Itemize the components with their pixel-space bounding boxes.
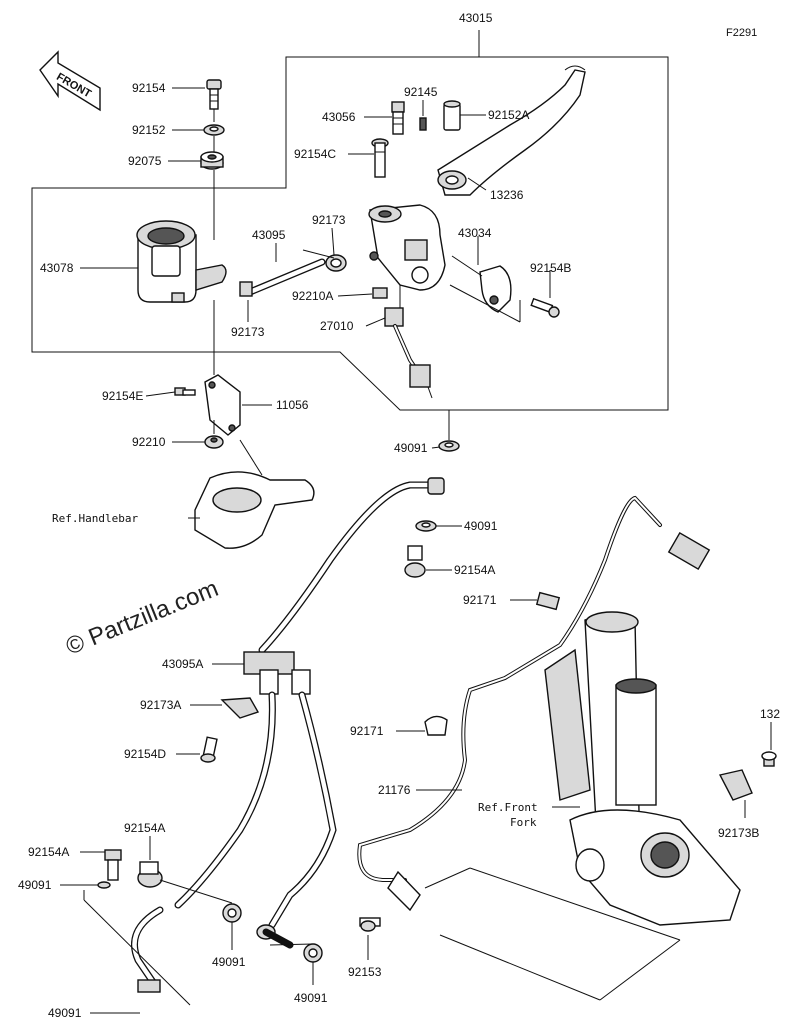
holder-43034 xyxy=(479,265,512,313)
label-92210: 92210 xyxy=(132,435,166,449)
label-11056: 11056 xyxy=(276,398,309,412)
label-43095: 43095 xyxy=(252,228,286,242)
label-92152: 92152 xyxy=(132,123,166,137)
bolt-92153 xyxy=(359,917,381,932)
label-92154a-a: 92154A xyxy=(454,563,495,577)
hose-43095 xyxy=(246,258,326,296)
label-49091-f: 49091 xyxy=(48,1006,82,1020)
label-49091-c: 49091 xyxy=(18,878,52,892)
washer-92152 xyxy=(203,124,225,136)
label-49091-e: 49091 xyxy=(294,991,328,1005)
ref-front-fork-line2: Fork xyxy=(510,816,537,829)
nut-92210 xyxy=(204,435,224,449)
clamp-92173a xyxy=(220,697,260,719)
label-92075: 92075 xyxy=(128,154,162,168)
brake-line-left-caliper xyxy=(131,906,164,993)
pin-92145 xyxy=(419,117,427,131)
washer-49091-right xyxy=(303,943,323,963)
label-92152a: 92152A xyxy=(488,108,529,122)
label-92154d: 92154D xyxy=(124,747,166,761)
bolt-92154d xyxy=(200,736,218,763)
brake-hose-lower-right xyxy=(268,691,337,929)
label-21176: 21176 xyxy=(378,783,411,797)
label-92154e: 92154E xyxy=(102,389,143,403)
label-43015: 43015 xyxy=(459,11,493,25)
brake-lever-13236 xyxy=(437,65,586,196)
label-92173-top: 92173 xyxy=(312,213,346,227)
bracket-11056 xyxy=(204,374,241,436)
washer-49091-mid xyxy=(415,520,437,532)
switch-27010 xyxy=(384,307,433,399)
label-49091-d: 49091 xyxy=(212,955,246,969)
washer-49091-top xyxy=(438,440,460,452)
ref-front-fork-line1: Ref.Front xyxy=(478,801,538,814)
brake-hose-upper xyxy=(258,481,444,654)
banjo-bolt-92154a-left xyxy=(104,849,122,881)
label-92173b: 92173B xyxy=(718,826,759,840)
master-cylinder-body xyxy=(368,204,446,291)
bolt-92154b xyxy=(530,297,560,318)
label-92173a: 92173A xyxy=(140,698,181,712)
clamp-92173-lower xyxy=(239,281,253,297)
bolt-132 xyxy=(761,751,777,767)
label-92154: 92154 xyxy=(132,81,166,95)
nut-92210a xyxy=(372,287,388,299)
label-49091-a: 49091 xyxy=(394,441,428,455)
banjo-fitting-right-caliper xyxy=(256,924,294,949)
reservoir-43078 xyxy=(136,220,227,303)
banjo-bolt-92154a-top xyxy=(404,545,426,578)
label-92145: 92145 xyxy=(404,85,438,99)
label-92154a-b: 92154A xyxy=(28,845,69,859)
bolt-92154 xyxy=(206,79,222,110)
handlebar-clamp-ref xyxy=(194,471,315,549)
bolt-92154c xyxy=(371,138,389,178)
assembly-bracket-43015 xyxy=(31,30,669,411)
label-92154a-c: 92154A xyxy=(124,821,165,835)
label-132: 132 xyxy=(760,707,780,721)
clip-92171-upper xyxy=(535,591,561,611)
clamp-92173-upper xyxy=(325,254,347,272)
clamp-92173b xyxy=(718,769,753,801)
label-43056: 43056 xyxy=(322,110,356,124)
washer-49091-center xyxy=(222,903,242,923)
label-92154b: 92154B xyxy=(530,261,571,275)
label-92154c: 92154C xyxy=(294,147,336,161)
label-43034: 43034 xyxy=(458,226,492,240)
label-92210a: 92210A xyxy=(292,289,333,303)
label-13236: 13236 xyxy=(490,188,524,202)
label-92171-a: 92171 xyxy=(463,593,497,607)
label-92153: 92153 xyxy=(348,965,382,979)
abs-sensor-wire-21176 xyxy=(357,495,711,912)
washer-49091-left xyxy=(97,881,111,889)
label-43078: 43078 xyxy=(40,261,74,275)
label-43095a: 43095A xyxy=(162,657,203,671)
hose-union-43095a xyxy=(243,651,311,695)
clip-92171-lower xyxy=(424,715,448,736)
banjo-fitting-top xyxy=(427,477,445,495)
watermark: © Partzilla.com xyxy=(62,575,222,661)
bolt-92154e xyxy=(174,387,196,396)
brake-hose-lower-left xyxy=(174,691,276,909)
collar-92152a xyxy=(443,100,461,131)
label-49091-b: 49091 xyxy=(464,519,498,533)
front-fork-ref xyxy=(544,611,741,926)
figure-code: F2291 xyxy=(726,27,757,39)
banjo-bolt-92154a-center xyxy=(137,861,163,888)
label-92171-b: 92171 xyxy=(350,724,384,738)
fitting-43056 xyxy=(391,101,405,135)
grommet-92075 xyxy=(200,151,224,170)
label-27010: 27010 xyxy=(320,319,354,333)
label-92173-mid: 92173 xyxy=(231,325,265,339)
front-arrow-icon: FRONT xyxy=(39,50,101,112)
ref-handlebar: Ref.Handlebar xyxy=(52,512,138,525)
